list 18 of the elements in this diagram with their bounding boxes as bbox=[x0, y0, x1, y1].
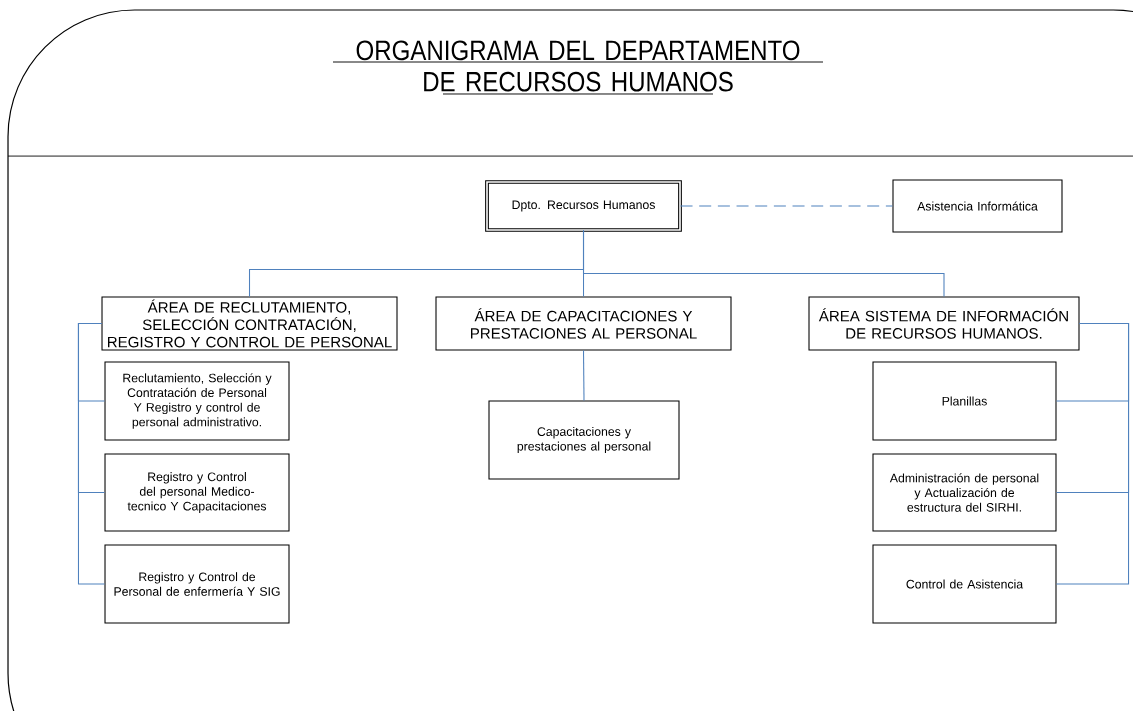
unit-box: Planillas bbox=[872, 361, 1057, 441]
connector-line bbox=[582, 350, 585, 401]
connector-line bbox=[680, 205, 893, 207]
connector-line bbox=[77, 322, 105, 585]
unit-box: Registro y Control del personal Medico-tecnico Y Capacitaciones bbox=[104, 453, 290, 532]
title: ORGANIGRAMA DEL DEPARTAMENTO DE RECURSOS HUMANOS bbox=[332, 40, 824, 95]
unit-box: Administración de personal y Actualización de estructura del SIRHI. bbox=[872, 453, 1057, 532]
unit-box: Asistencia Informática bbox=[892, 179, 1063, 233]
unit-box: Control de Asistencia bbox=[872, 544, 1057, 624]
unit-box: Reclutamiento, Selección y Contratación de Personal Y Registro y control de personal administrativo. bbox=[104, 361, 290, 441]
connector-line bbox=[582, 230, 945, 297]
unit-box: Registro y Control de Personal de enfermería Y SIG bbox=[104, 544, 290, 624]
area-box: ÁREA SISTEMA DE INFORMACIÓN DE RECURSOS HUMANOS. bbox=[808, 296, 1080, 351]
connector-line bbox=[1056, 322, 1130, 585]
unit-box: Capacitaciones y prestaciones al personal bbox=[488, 400, 680, 480]
area-box: ÁREA DE CAPACITACIONES Y PRESTACIONES AL PERSONAL bbox=[435, 296, 732, 351]
unit-box: Dpto. Recursos Humanos bbox=[485, 180, 682, 232]
area-box: ÁREA DE RECLUTAMIENTO, SELECCIÓN CONTRATACIÓN, REGISTRO Y CONTROL DE PERSONAL bbox=[101, 296, 398, 351]
